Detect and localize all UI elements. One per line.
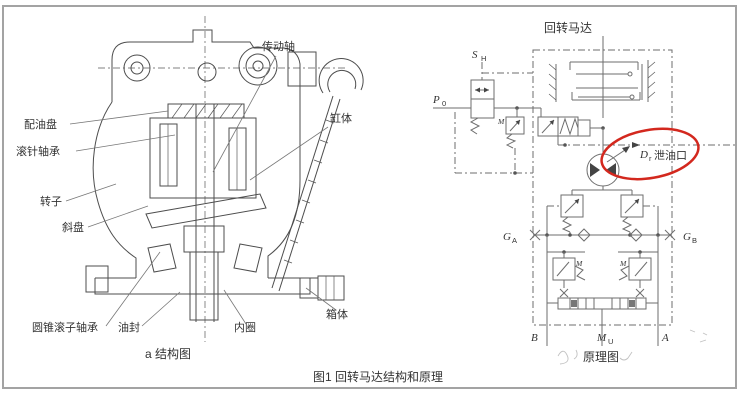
valve-plate	[167, 103, 245, 119]
bolt-hole-left	[130, 61, 144, 75]
port-sh-sub: H	[481, 54, 486, 63]
parking-brake-symbol	[548, 36, 656, 118]
drain-port-highlight	[600, 127, 700, 181]
label-drive-shaft: 传动轴	[262, 39, 295, 53]
pressure-reducing-valve	[494, 106, 541, 175]
label-tapered-roller-bearing: 圆锥滚子轴承	[32, 320, 98, 334]
port-a-label: A	[661, 332, 669, 344]
leader-lines	[65, 55, 337, 327]
piston-right	[228, 127, 247, 191]
label-housing: 箱体	[326, 307, 348, 321]
structural-diagram: 配油盘 滚针轴承 转子 斜盘 圆锥滚子轴承 油封 内圈 传动轴 缸体 箱体 a …	[16, 16, 364, 361]
body-left-outline	[92, 101, 137, 278]
orifice-cross-icon	[635, 288, 645, 298]
diagonal-rod-edge	[271, 95, 334, 289]
port-gb-sub: B	[692, 236, 697, 245]
label-rotor: 转子	[40, 194, 62, 208]
left-foot	[85, 265, 109, 293]
label-cylinder-body: 缸体	[330, 111, 352, 125]
crossover-relief-valves	[546, 186, 659, 235]
label-valve-plate: 配油盘	[24, 117, 57, 131]
orifice-cross-icon	[559, 288, 569, 298]
bolt-hole-center	[197, 62, 217, 82]
port-gb-label: G	[683, 231, 691, 243]
port-p0-sub: 0	[442, 99, 446, 108]
port-ga-sub: A	[512, 236, 517, 245]
directional-valve	[537, 108, 605, 154]
label-needle-bearing: 滚针轴承	[16, 144, 60, 158]
swash-plate-part	[145, 193, 267, 229]
valve-plate-hatch	[171, 103, 243, 119]
cylinder-block	[149, 117, 257, 199]
port-b-label: B	[531, 332, 538, 344]
label-inner-ring: 内圈	[234, 320, 256, 334]
right-foot	[317, 275, 345, 301]
gb-port-cross-icon	[664, 229, 676, 241]
hook-outer	[318, 58, 364, 94]
counterbalance-valves	[547, 250, 658, 298]
port-sh-label: S	[472, 49, 478, 61]
drain-port-label: 泄油口	[654, 148, 687, 162]
hydraulic-motor-symbol	[586, 153, 620, 187]
reducing-valve-label: M	[497, 117, 505, 126]
bearing-bore-mid	[245, 53, 271, 79]
port-p0-label: P	[432, 94, 440, 106]
right-counterbalance-label: M	[619, 259, 627, 268]
bearing-bore-outer	[238, 46, 278, 86]
figure-caption: 图1 回转马达结构和原理	[313, 369, 443, 384]
port-ga-label: G	[503, 231, 511, 243]
watermark-scribble	[557, 329, 708, 365]
shaft-collar	[183, 225, 225, 253]
service-port-line	[529, 228, 676, 242]
check-valve-icon	[629, 228, 643, 242]
tapered-bearing-right	[233, 243, 263, 273]
piston-left	[159, 123, 178, 187]
bottom-flange	[94, 277, 311, 295]
tapered-bearing-left	[147, 243, 177, 273]
port-mu-label: M	[596, 332, 607, 344]
schematic-subcaption: 原理图	[583, 350, 619, 364]
bearing-bore-inner	[252, 60, 264, 72]
check-valve-icon	[577, 228, 591, 242]
hydraulic-schematic: 回转马达	[432, 20, 735, 365]
top-housing-outline	[111, 29, 301, 102]
hook-inner	[327, 69, 357, 93]
label-oil-seal: 油封	[118, 320, 140, 334]
port-dr-sub: r	[649, 154, 652, 163]
structural-subcaption: a 结构图	[145, 346, 191, 361]
bolt-boss-left	[123, 54, 151, 82]
ga-port-cross-icon	[529, 229, 541, 241]
top-right-block	[287, 51, 317, 87]
schematic-title: 回转马达	[544, 20, 592, 35]
drain-line	[558, 142, 735, 163]
left-counterbalance-label: M	[575, 259, 583, 268]
shuttle-spool	[546, 235, 659, 310]
external-port-lines	[546, 303, 659, 346]
output-shaft	[189, 251, 219, 321]
diagonal-rod-hatch	[283, 119, 335, 264]
label-swash-plate: 斜盘	[62, 220, 84, 234]
port-mu-sub: U	[608, 337, 613, 346]
diagonal-rod-edge	[278, 98, 341, 292]
pilot-shift-valve	[433, 62, 533, 174]
port-dr-label: D	[639, 149, 648, 161]
